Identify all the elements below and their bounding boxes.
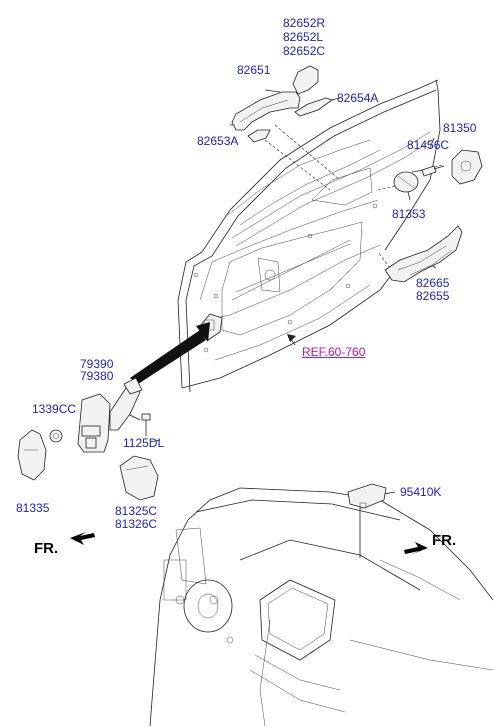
cover-81353 (393, 171, 419, 193)
leader-lines (119, 89, 443, 558)
label-82654A[interactable]: 82654A (337, 91, 379, 105)
screw-81456C (421, 165, 445, 177)
latch-81350 (451, 149, 483, 185)
label-82652C[interactable]: 82652C (283, 44, 326, 58)
dashboard (149, 487, 493, 727)
label-82655[interactable]: 82655 (416, 289, 450, 303)
label-82665[interactable]: 82665 (416, 276, 450, 290)
label-1125DL[interactable]: 1125DL (123, 436, 165, 450)
fr-arrow-right-icon (404, 542, 428, 555)
checker-cover-81325C (119, 455, 159, 501)
label-81456C[interactable]: 81456C (407, 138, 450, 152)
gasket-82654A (294, 97, 333, 117)
label-79390[interactable]: 79390 (80, 357, 114, 371)
label-81326C[interactable]: 81326C (115, 517, 158, 531)
label-81335[interactable]: 81335 (16, 501, 50, 515)
label-82652L[interactable]: 82652L (283, 30, 324, 44)
outside-handle-82651 (231, 91, 301, 131)
label-81325C[interactable]: 81325C (115, 504, 158, 518)
handle-cover-82652 (292, 65, 319, 95)
door-hinge-79380 (77, 377, 143, 453)
inside-handle-82665 (384, 225, 463, 283)
direction-label-right: FR. (432, 532, 457, 549)
pointer-wedge (130, 322, 210, 384)
label-1339CC[interactable]: 1339CC (32, 402, 77, 416)
front-door-panel (177, 79, 441, 393)
label-81350[interactable]: 81350 (443, 121, 477, 135)
gasket-82653A (247, 129, 271, 143)
label-79380[interactable]: 79380 (80, 369, 114, 383)
fr-arrow-left-icon (70, 532, 95, 545)
striker-cover-81335 (17, 429, 47, 481)
module-95410K (347, 483, 387, 509)
label-82651[interactable]: 82651 (237, 63, 271, 77)
bolt-1125DL (141, 413, 151, 436)
label-82653A[interactable]: 82653A (197, 134, 239, 148)
ref-arrow-icon (287, 334, 296, 346)
nut-1339CC (49, 429, 63, 443)
label-82652R[interactable]: 82652R (283, 16, 326, 30)
reference-link[interactable]: REF.60-760 (302, 345, 366, 359)
label-95410K[interactable]: 95410K (400, 485, 442, 499)
label-81353[interactable]: 81353 (392, 207, 426, 221)
direction-label-left: FR. (34, 540, 59, 557)
